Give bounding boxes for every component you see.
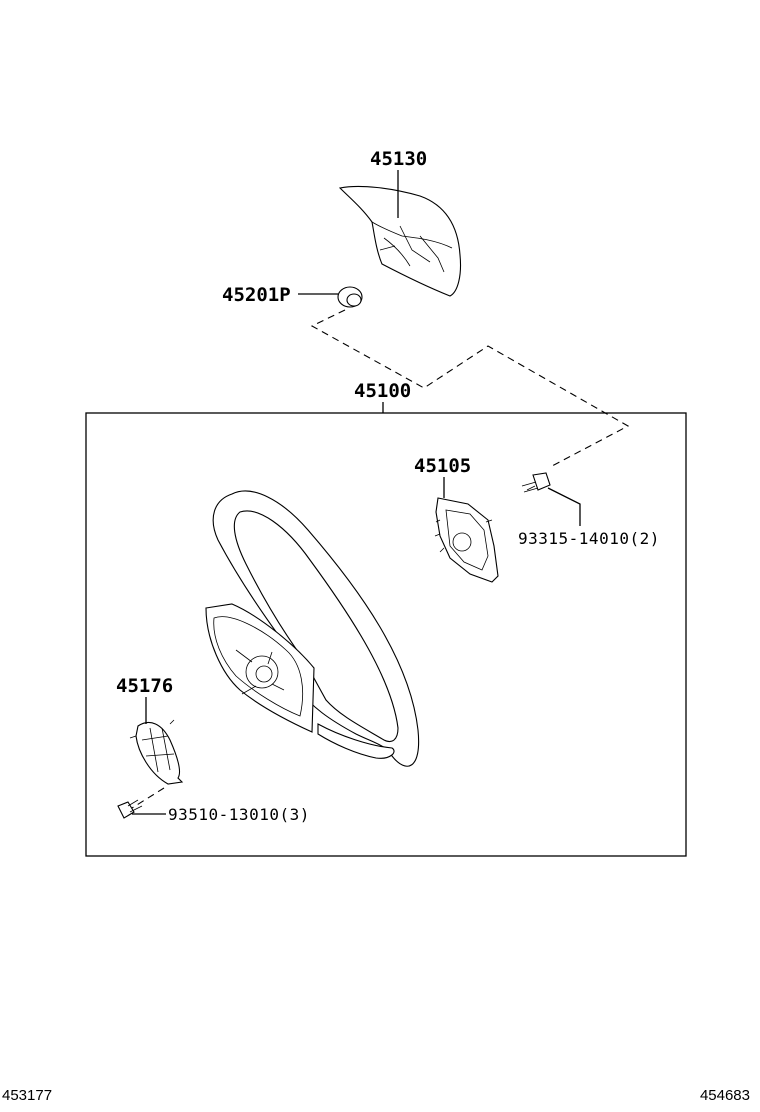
lower-bolt-illustration [117, 799, 143, 819]
part-label-45201P: 45201P [222, 284, 291, 306]
cover-45105-illustration [434, 497, 499, 583]
lower-cover-45176-illustration [129, 719, 184, 785]
part-label-45105: 45105 [414, 455, 471, 477]
upper-bolt-illustration [521, 472, 551, 493]
part-label-45130: 45130 [370, 148, 427, 170]
footer-left-code: 453177 [2, 1087, 53, 1104]
part-label-45176: 45176 [116, 675, 173, 697]
dashed-connector-upper [310, 309, 630, 467]
bolt-label-lower: 93510-13010(3) [168, 805, 310, 824]
bolt-label-upper: 93315-14010(2) [518, 529, 660, 548]
part-label-45100: 45100 [354, 380, 411, 402]
leader-line-upper-bolt [547, 487, 581, 526]
footer-right-code: 454683 [699, 1087, 750, 1104]
assembly-box [85, 412, 687, 857]
dashed-connector-lower [131, 787, 165, 809]
bolt-cap-illustration [337, 286, 363, 308]
horn-pad-illustration [338, 185, 462, 297]
steering-wheel-illustration [205, 490, 420, 767]
